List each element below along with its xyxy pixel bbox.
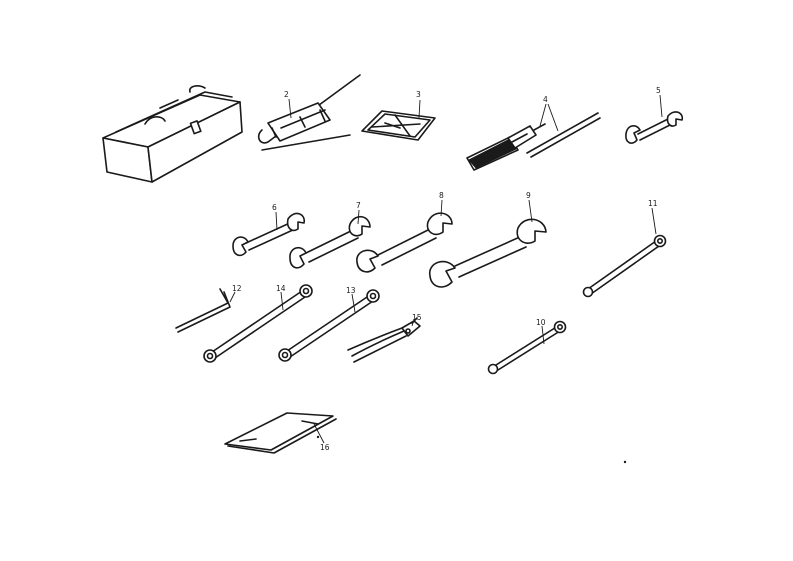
pliers-15: 15 <box>347 313 422 363</box>
callout-9: 9 <box>526 191 531 200</box>
ring-wrench-14: 14 <box>203 284 313 363</box>
hex-key-12: 12 <box>175 284 242 333</box>
callout-11: 11 <box>648 199 658 208</box>
callout-2: 2 <box>284 90 289 99</box>
callout-14: 14 <box>276 284 286 293</box>
callout-7: 7 <box>356 201 361 210</box>
callout-8: 8 <box>439 191 444 200</box>
callout-10: 10 <box>536 318 546 327</box>
screwdriver: 4 <box>466 95 601 171</box>
callout-16: 16 <box>320 443 330 452</box>
callout-13: 13 <box>346 286 356 295</box>
callout-12: 12 <box>232 284 242 293</box>
toolbox <box>102 85 243 183</box>
callout-6: 6 <box>272 203 277 212</box>
wrench-5: 5 <box>625 86 684 144</box>
ring-wrench-10: 10 <box>487 318 567 375</box>
wrench-8: 8 <box>356 191 453 273</box>
speck <box>316 435 320 439</box>
callout-5: 5 <box>656 86 661 95</box>
callout-15: 15 <box>412 313 422 322</box>
ring-wrench-13: 13 <box>278 286 380 362</box>
wrench-7: 7 <box>289 201 371 269</box>
speck <box>623 460 627 464</box>
tire-pump: 2 <box>257 74 361 151</box>
callout-3: 3 <box>416 90 421 99</box>
ring-wrench-11: 11 <box>582 199 667 298</box>
callout-4: 4 <box>543 95 548 104</box>
wrench-9: 9 <box>429 191 547 288</box>
wrench-6: 6 <box>232 203 305 257</box>
tool-pouch: 3 <box>361 90 436 141</box>
manual-16: 16 <box>224 412 337 454</box>
